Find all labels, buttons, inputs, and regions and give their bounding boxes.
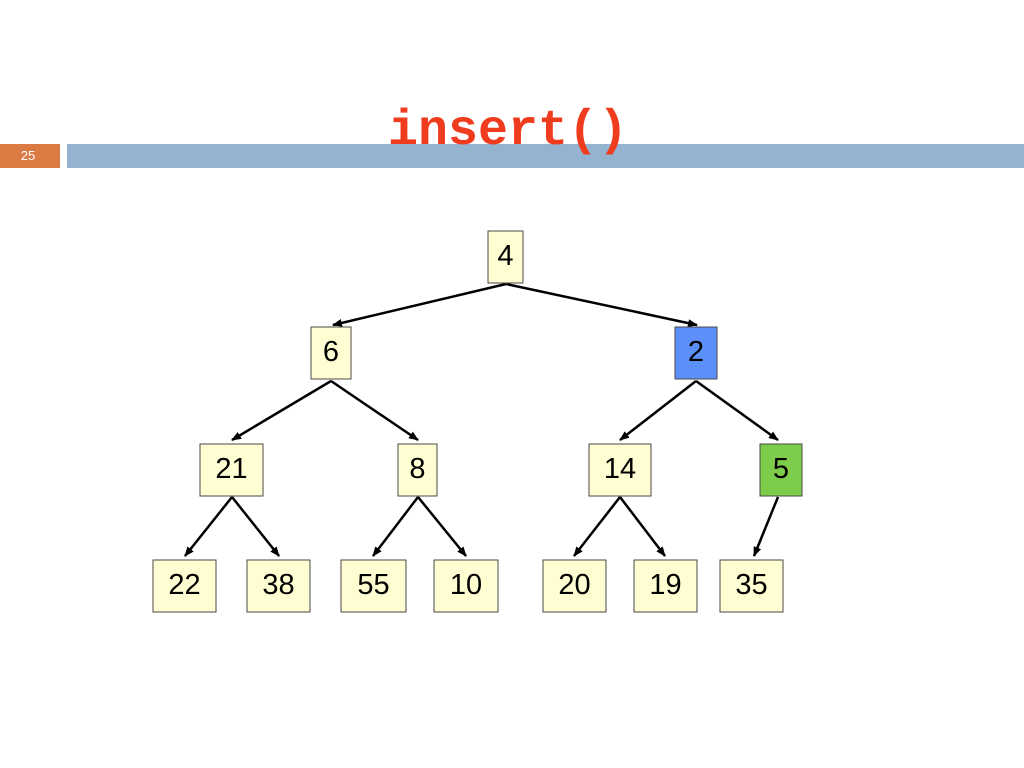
node-box xyxy=(674,326,718,380)
tree-node-8: 8 xyxy=(397,443,438,497)
tree-node-10: 10 xyxy=(433,559,499,613)
edge-21-to-38 xyxy=(231,496,280,557)
edge-4-to-2 xyxy=(505,282,698,328)
node-label: 2 xyxy=(688,336,704,368)
node-box xyxy=(759,443,803,497)
node-box xyxy=(340,559,407,613)
tree-node-5: 5 xyxy=(759,443,803,497)
node-label: 38 xyxy=(262,569,294,601)
tree-node-6: 6 xyxy=(310,326,352,380)
tree-node-2: 2 xyxy=(674,326,718,380)
node-label: 19 xyxy=(649,569,681,601)
node-label: 20 xyxy=(558,569,590,601)
edge-5-to-35 xyxy=(752,496,780,557)
tree-node-4: 4 xyxy=(487,230,524,284)
tree-node-22: 22 xyxy=(152,559,217,613)
node-label: 10 xyxy=(450,569,482,601)
node-label: 14 xyxy=(604,453,636,485)
edge-6-to-8 xyxy=(330,379,419,442)
node-label: 8 xyxy=(409,453,425,485)
node-box xyxy=(542,559,607,613)
node-box xyxy=(588,443,652,497)
slide-title: insert() xyxy=(387,103,629,160)
node-label: 22 xyxy=(168,569,200,601)
node-label: 21 xyxy=(215,453,247,485)
edge-14-to-20 xyxy=(573,496,621,557)
edge-14-to-19 xyxy=(619,496,666,557)
edge-6-to-21 xyxy=(231,379,332,442)
tree-node-35: 35 xyxy=(719,559,784,613)
node-box xyxy=(719,559,784,613)
edge-21-to-22 xyxy=(184,496,233,557)
node-box xyxy=(152,559,217,613)
tree-node-55: 55 xyxy=(340,559,407,613)
node-box xyxy=(310,326,352,380)
node-label: 35 xyxy=(735,569,767,601)
edge-8-to-55 xyxy=(372,496,419,557)
tree-node-19: 19 xyxy=(633,559,698,613)
tree-node-21: 21 xyxy=(199,443,264,497)
node-label: 6 xyxy=(323,336,339,368)
node-box xyxy=(397,443,438,497)
edge-2-to-14 xyxy=(619,380,697,441)
node-box xyxy=(433,559,499,613)
header-bar xyxy=(67,144,1024,168)
node-label: 4 xyxy=(497,240,513,272)
node-box xyxy=(487,230,524,284)
edge-8-to-10 xyxy=(417,496,467,557)
node-box xyxy=(246,559,311,613)
tree-node-20: 20 xyxy=(542,559,607,613)
tree-node-38: 38 xyxy=(246,559,311,613)
tree-node-14: 14 xyxy=(588,443,652,497)
node-box xyxy=(633,559,698,613)
node-label: 55 xyxy=(357,569,389,601)
slide-number: 25 xyxy=(0,144,60,168)
node-label: 5 xyxy=(773,453,789,485)
node-box xyxy=(199,443,264,497)
edge-2-to-5 xyxy=(695,379,779,442)
edge-4-to-6 xyxy=(332,282,507,327)
